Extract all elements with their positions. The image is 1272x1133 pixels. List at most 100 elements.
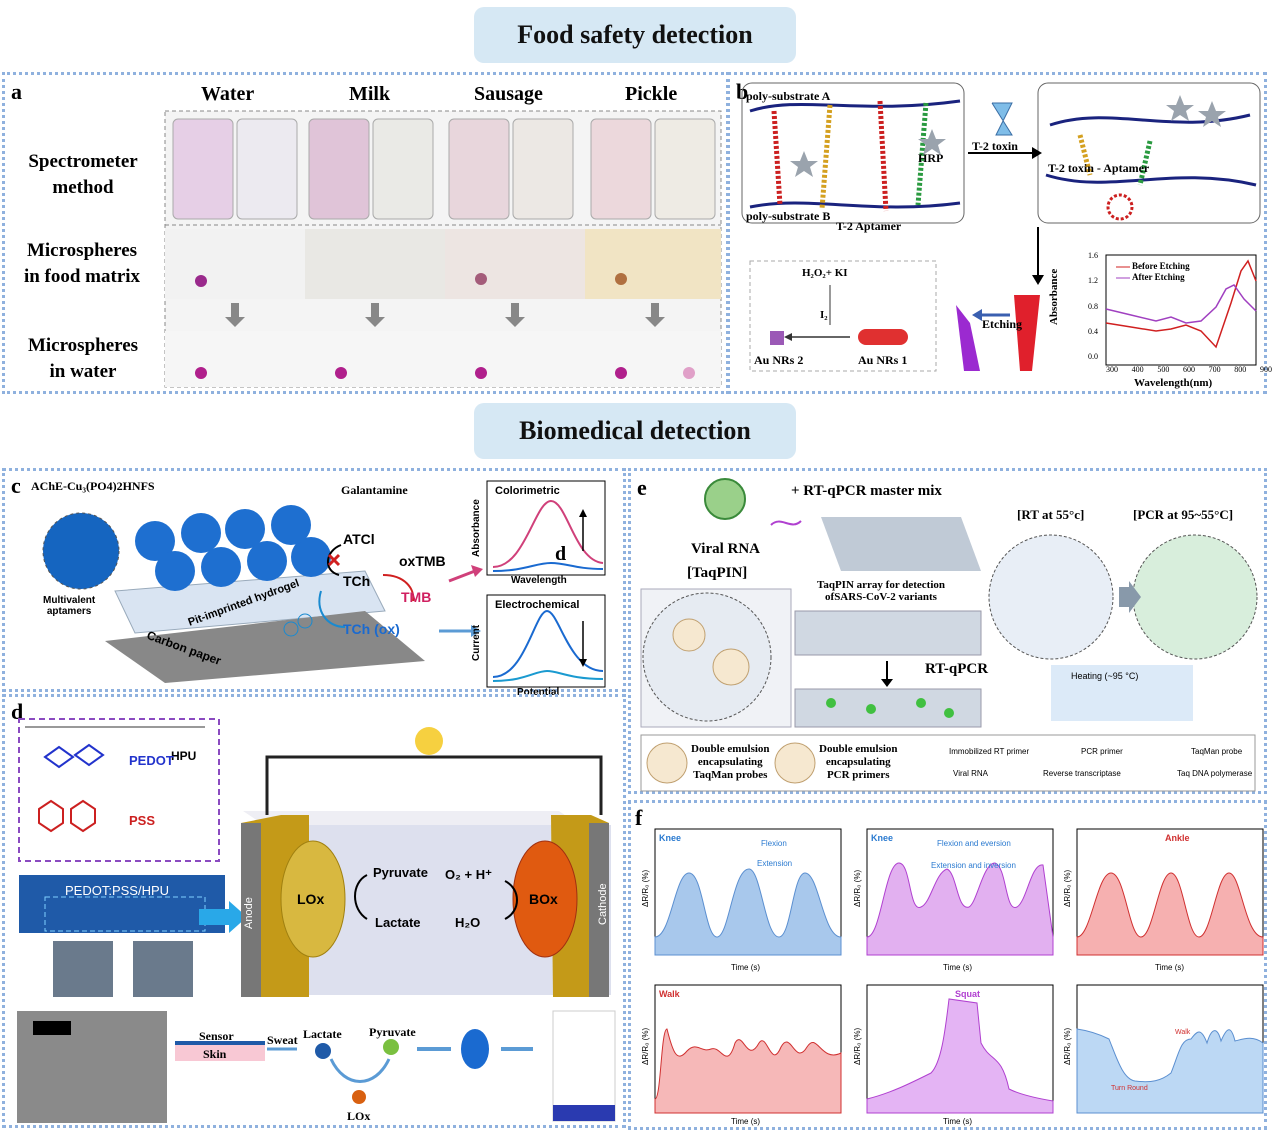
panel-d-diagram: [17, 718, 616, 1123]
panel-b-diagram: [741, 82, 1261, 372]
row-water: Microspheres in water: [27, 335, 139, 382]
chart-note-flexion: Flexion: [761, 839, 787, 848]
biomedical-banner: Biomedical detection: [474, 403, 796, 459]
column-milk: Milk: [349, 83, 391, 105]
ytick: 0.4: [1088, 326, 1098, 336]
device-label: PEDOT:PSS/HPU: [65, 883, 170, 898]
pcr-label: [PCR at 95~55°C]: [1133, 507, 1234, 522]
food-safety-banner: Food safety detection: [474, 7, 796, 63]
chart-title-ankle: Ankle: [1165, 833, 1190, 843]
chart-title-squat: Squat: [955, 989, 981, 999]
xtick: 900: [1259, 365, 1272, 374]
xtick: 400: [1131, 365, 1144, 374]
rt-primer-legend: Immobilized RT primer: [949, 747, 1030, 756]
toxin-aptamer-label: T-2 toxin - Aptamer: [1048, 161, 1150, 175]
rt-label: [RT at 55°c]: [1017, 507, 1085, 522]
pedot-label: PEDOT: [129, 753, 174, 768]
oxtmb-label: oxTMB: [399, 553, 446, 569]
cathode-label: Cathode: [597, 883, 609, 925]
o2h-label: O₂ + H⁺: [445, 867, 492, 882]
array-label: TaqPIN array for detection ofSARS-CoV-2 …: [817, 579, 946, 603]
legend-after: After Etching: [1132, 272, 1185, 282]
legend-before: Before Etching: [1132, 261, 1190, 271]
potential-label: Potential: [517, 687, 560, 698]
ytick: 1.2: [1088, 276, 1098, 286]
panel-e-label: e: [637, 475, 647, 500]
aptamers-label: Multivalent aptamers: [43, 595, 96, 617]
xtick: 600: [1182, 365, 1195, 374]
box-label: BOx: [529, 891, 558, 907]
column-sausage: Sausage: [474, 83, 543, 105]
panel-a-label: a: [11, 79, 22, 104]
chart-title-knee-2: Knee: [871, 833, 894, 843]
panel-f-label: f: [635, 805, 643, 830]
pcr-primer-legend: PCR primer: [1081, 747, 1123, 756]
f-xlabel-4: Time (s): [731, 1117, 761, 1126]
tch-label: TCh: [343, 573, 371, 589]
t2-aptamer-label: T-2 Aptamer: [836, 219, 902, 233]
wavelength-label: Wavelength: [511, 575, 567, 586]
panel-c-title: AChE-Cu₃(PO4)2HNFS: [31, 479, 155, 493]
hpu-label: HPU: [171, 749, 197, 763]
xtick: 300: [1106, 365, 1118, 374]
f-ylabel-4: ΔR/R₀ (%): [641, 1027, 650, 1065]
au-nrs-2: Au NRs 2: [754, 353, 804, 367]
f-ylabel-2: ΔR/R₀ (%): [853, 869, 862, 907]
f-ylabel-1: ΔR/R₀ (%): [641, 869, 650, 907]
taqman-legend: TaqMan probe: [1191, 747, 1243, 756]
f-xlabel-3: Time (s): [1155, 963, 1185, 972]
f-ylabel-3: ΔR/R₀ (%): [1063, 869, 1072, 907]
sensor-label: Sensor: [199, 1029, 234, 1043]
lox-label: LOx: [297, 891, 325, 907]
chart-note-ext-inv: Extension and inversion: [931, 861, 1016, 870]
cuvette-row: [172, 118, 716, 220]
hrp-label: HRP: [918, 151, 944, 165]
skin-label: Skin: [203, 1047, 227, 1061]
panel-a: a Water Milk Sausage Pickle Spectrometer…: [2, 72, 729, 394]
xtick: 700: [1208, 365, 1221, 374]
de2-label: Double emulsion encapsulating PCR primer…: [819, 743, 898, 781]
viral-rna-legend: Viral RNA: [953, 769, 988, 778]
poly-substrate-b: poly-substrate B: [746, 209, 831, 223]
etching-label: Etching: [982, 317, 1023, 331]
poly-substrate-a: poly-substrate A: [746, 89, 831, 103]
galantamine-label: Galantamine: [341, 483, 408, 497]
viral-rna-label: Viral RNA: [691, 541, 761, 557]
dot-water-1: [195, 275, 207, 287]
ytick: 0.0: [1088, 352, 1098, 361]
pyruvate-label: Pyruvate: [373, 865, 428, 880]
de1-label: Double emulsion encapsulating TaqMan pro…: [691, 743, 770, 781]
absorbance-chart: [1105, 254, 1257, 366]
ytick: 0.8: [1088, 301, 1098, 311]
f-xlabel-5: Time (s): [943, 1117, 973, 1126]
f-xlabel-1: Time (s): [731, 963, 761, 972]
panel-f: f Knee Flexion Extension Knee Flexion an…: [628, 800, 1267, 1130]
f-ylabel-6: ΔR/R₀ (%): [1063, 1027, 1072, 1065]
panel-d-label: d: [11, 699, 24, 724]
chart-title-knee-1: Knee: [659, 833, 682, 843]
t2-toxin-label: T-2 toxin: [972, 139, 1018, 153]
panel-e: e Viral RNA + RT-qPCR master mix [TaqPIN…: [628, 468, 1267, 794]
rtase-legend: Reverse transcriptase: [1043, 769, 1121, 778]
current-label: Current: [471, 624, 482, 661]
rtqpcr-label: RT-qPCR: [925, 661, 989, 677]
column-water: Water: [201, 83, 255, 105]
xtick: 800: [1234, 365, 1247, 374]
tch-ox-label: TCh (ox): [343, 621, 400, 637]
au-nrs-1: Au NRs 1: [858, 353, 908, 367]
i2-label: I₂: [820, 309, 828, 321]
pss-label: PSS: [129, 813, 156, 828]
chart-note-walk: Walk: [1175, 1029, 1191, 1036]
f-ylabel-5: ΔR/R₀ (%): [853, 1027, 862, 1065]
lox2-label: LOx: [347, 1109, 371, 1123]
d-mark: d: [555, 543, 567, 565]
chart-note-flex-ev: Flexion and eversion: [937, 839, 1011, 848]
chart-title-walk: Walk: [659, 989, 680, 999]
h2o-label: H₂O: [455, 915, 481, 930]
atci-label: ATCl: [343, 531, 375, 547]
panel-f-charts: [654, 828, 1264, 1114]
chart-note-turn: Turn Round: [1111, 1085, 1148, 1092]
pyruvate2-label: Pyruvate: [369, 1025, 416, 1039]
